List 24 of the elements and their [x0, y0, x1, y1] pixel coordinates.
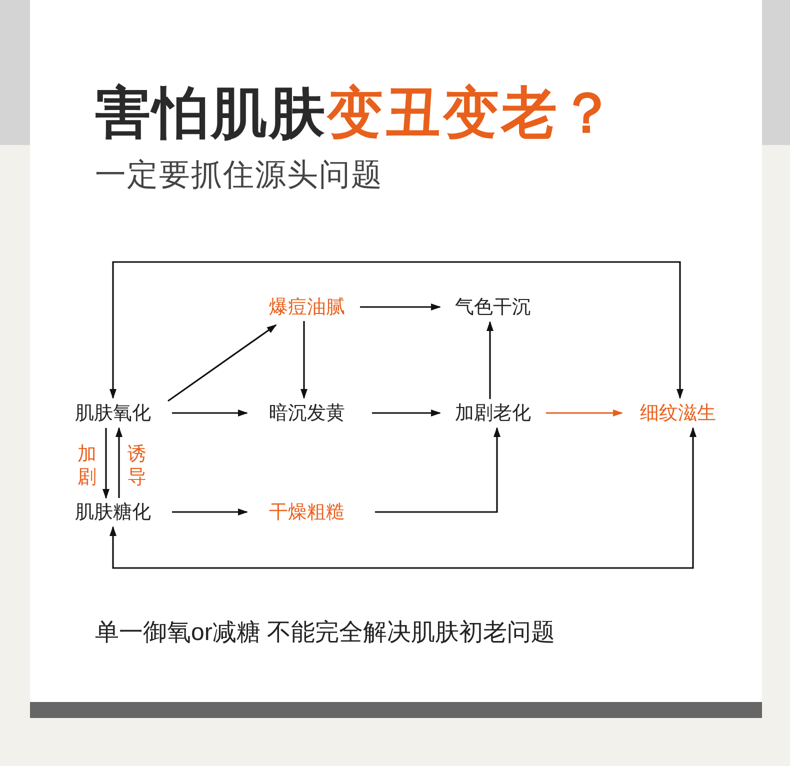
arrow [110, 261, 684, 399]
node-label: 加剧老化 [453, 399, 533, 427]
node-label: 肌肤氧化 [73, 399, 153, 427]
caption: 单一御氧or减糖 不能完全解决肌肤初老问题 [95, 618, 556, 648]
arrow [172, 410, 248, 416]
arrow [116, 427, 122, 498]
arrow [360, 304, 441, 310]
arrow [110, 427, 696, 569]
node-label: 气色干沉 [453, 293, 533, 321]
node-label: 肌肤糖化 [73, 498, 153, 526]
arrow [546, 410, 623, 416]
arrow [172, 508, 248, 516]
arrow [372, 410, 441, 416]
node-label: 细纹滋生 [638, 399, 718, 427]
subtitle: 一定要抓住源头问题 [95, 156, 383, 194]
arrow [486, 321, 494, 399]
node-label: 暗沉发黄 [267, 399, 347, 427]
arrow [102, 428, 110, 499]
arrow [300, 321, 308, 399]
node-label: 爆痘油腻 [267, 293, 347, 321]
title: 害怕肌肤变丑变老？ [95, 80, 617, 146]
node-label: 干燥粗糙 [267, 498, 347, 526]
arrow [375, 427, 500, 513]
arrow [168, 324, 277, 402]
